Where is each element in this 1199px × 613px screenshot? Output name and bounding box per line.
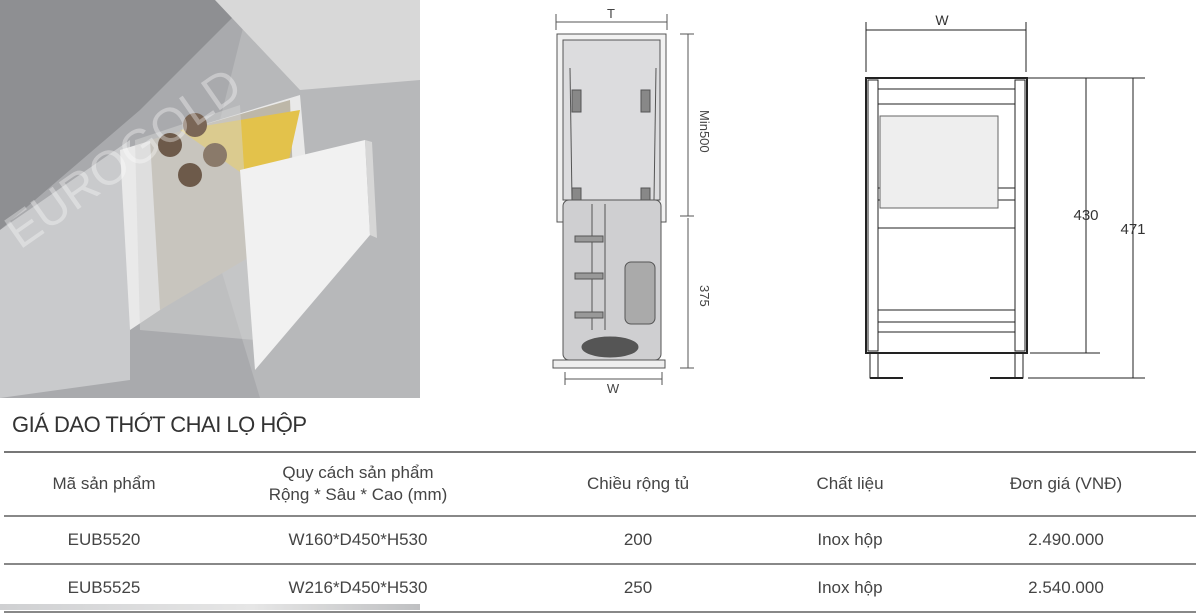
header-material: Chất liệu — [764, 451, 936, 517]
label-375: 375 — [697, 285, 712, 307]
label-t: T — [607, 6, 615, 21]
header-cabinet-width: Chiều rộng tủ — [512, 451, 764, 517]
cell-spec: W160*D450*H530 — [204, 516, 512, 565]
table-row: EUB5525 W216*D450*H530 250 Inox hộp 2.54… — [4, 564, 1196, 613]
product-photo: EUROGOLD — [0, 0, 420, 398]
header-price: Đơn giá (VNĐ) — [936, 451, 1196, 517]
cell-material: Inox hộp — [764, 516, 936, 565]
product-title: GIÁ DAO THỚT CHAI LỌ HỘP — [12, 412, 307, 437]
cell-price: 2.540.000 — [936, 564, 1196, 613]
cell-price: 2.490.000 — [936, 516, 1196, 565]
header-spec-line1: Quy cách sản phẩm — [282, 463, 434, 482]
label-w-bottom: W — [607, 381, 620, 396]
next-product-photo-edge — [0, 604, 420, 610]
header-spec-line2: Rộng * Sâu * Cao (mm) — [268, 485, 448, 504]
label-w-front: W — [935, 12, 949, 28]
front-view-diagram: W 430 471 — [855, 0, 1175, 400]
cell-material: Inox hộp — [764, 564, 936, 613]
label-430: 430 — [1073, 207, 1098, 224]
top-view-diagram: T Min500 375 W — [545, 0, 725, 400]
label-min500: Min500 — [697, 110, 712, 153]
cell-cabinet-width: 200 — [512, 516, 764, 565]
cell-cabinet-width: 250 — [512, 564, 764, 613]
cell-code: EUB5520 — [4, 516, 204, 565]
table-row: EUB5520 W160*D450*H530 200 Inox hộp 2.49… — [4, 516, 1196, 565]
header-code: Mã sản phẩm — [4, 451, 204, 517]
label-471: 471 — [1120, 221, 1145, 238]
